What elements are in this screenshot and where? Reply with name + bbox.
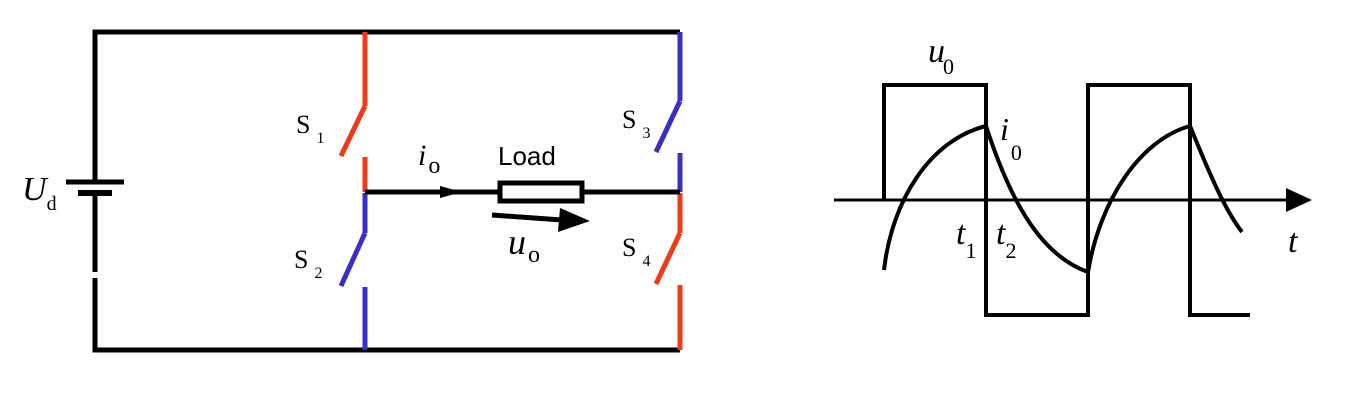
top-rail-wire: [92, 29, 680, 182]
load-label: Load: [498, 141, 556, 171]
time-axis-label: t: [1288, 223, 1299, 260]
bottom-rail-wire: [92, 278, 680, 353]
waveform-plot: t u0 i0 t1 t2: [834, 33, 1312, 317]
voltage-arrow-shaft: [491, 212, 563, 223]
current-arrow: [440, 186, 462, 198]
load-resistor: [497, 180, 585, 204]
switch-s3: [653, 32, 683, 192]
time-axis-arrowhead: [1286, 188, 1312, 212]
current-waveform-label: i0: [1000, 111, 1022, 165]
switch-s1: [338, 32, 368, 192]
voltage-waveform-label: u0: [928, 33, 954, 79]
switch-s4: [653, 193, 683, 350]
voltage-arrow-head: [558, 208, 590, 232]
source-label: Ud: [22, 171, 57, 215]
switch-s2: [338, 193, 368, 350]
voltage-label: uo: [508, 222, 540, 268]
current-waveform: [882, 123, 1244, 275]
t2-label: t2: [996, 215, 1016, 263]
voltage-waveform: [882, 83, 1250, 317]
dc-source-symbol: [66, 179, 124, 272]
current-label: io: [418, 139, 440, 179]
t1-label: t1: [956, 215, 976, 263]
